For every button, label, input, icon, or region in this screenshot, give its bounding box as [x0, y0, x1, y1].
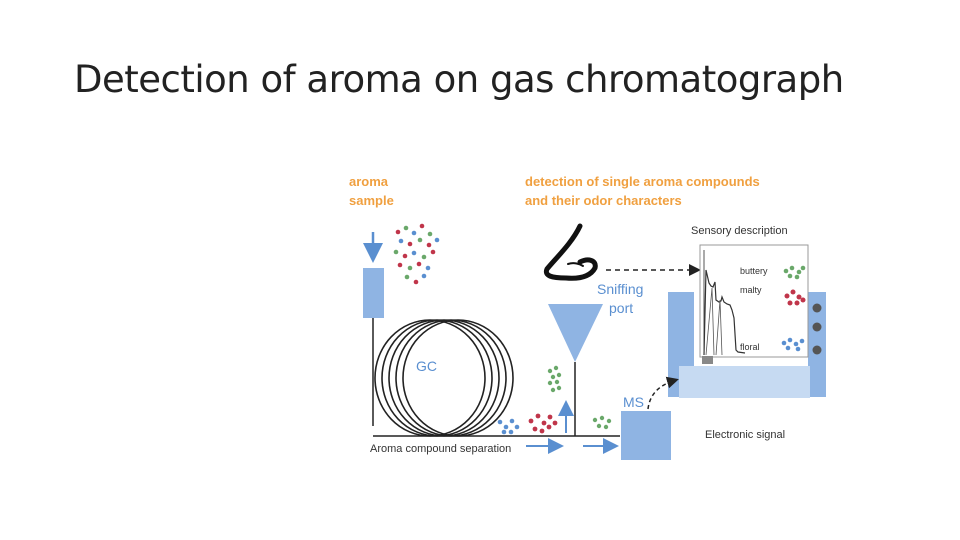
- gc-injector: [363, 268, 384, 318]
- nose-icon: [543, 223, 598, 281]
- ms-column-right: [808, 292, 826, 397]
- odor-dots-malty: [784, 289, 806, 306]
- gc-label: GC: [416, 358, 437, 374]
- rising-compound-dots: [547, 365, 562, 393]
- electronic-signal-label: Electronic signal: [705, 429, 785, 441]
- sniffing-port-label: Sniffing: [597, 281, 643, 297]
- separated-compound-dots: [497, 413, 612, 435]
- sniffing-port-label-line2: port: [609, 300, 633, 316]
- aroma-sample-dots: [393, 223, 440, 285]
- sensory-description-label: Sensory description: [691, 225, 788, 237]
- gc-column-coil: [374, 319, 514, 437]
- detection-label-line2: and their odor characters: [525, 193, 682, 208]
- aroma-sample-label-line2: sample: [349, 193, 394, 208]
- ms-detector: [621, 411, 671, 460]
- odor-malty: malty: [740, 285, 762, 295]
- odor-buttery: buttery: [740, 266, 768, 276]
- ms-to-instrument-arrow: [647, 376, 679, 410]
- detection-label: detection of single aroma compounds: [525, 174, 760, 189]
- odor-dots-floral: [781, 337, 805, 352]
- aroma-sample-label: aroma: [349, 174, 389, 189]
- odor-floral: floral: [740, 342, 760, 352]
- ms-base: [679, 366, 810, 398]
- separation-label: Aroma compound separation: [370, 443, 511, 455]
- sniffing-port-funnel: [548, 304, 603, 362]
- slide-title: Detection of aroma on gas chromatograph: [74, 58, 844, 101]
- ms-label: MS: [623, 394, 644, 410]
- odor-dots-buttery: [783, 265, 806, 280]
